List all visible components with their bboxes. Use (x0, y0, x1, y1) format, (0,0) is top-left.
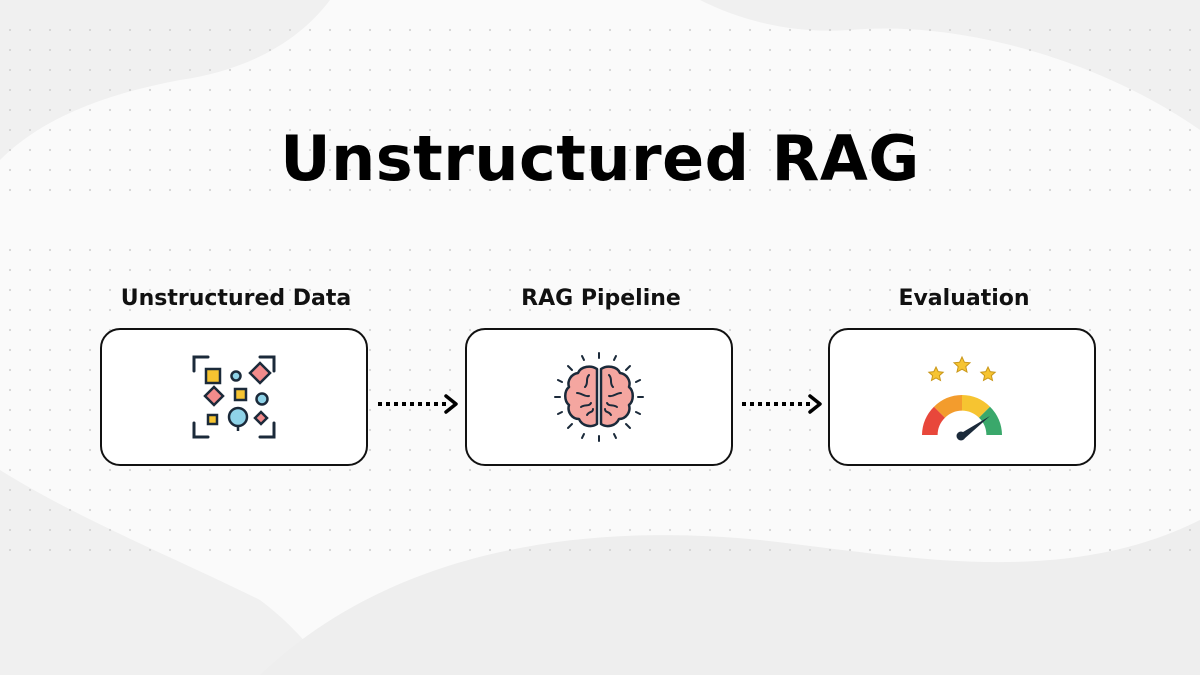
step-box-evaluation (828, 328, 1096, 466)
step-label-evaluation: Evaluation (898, 286, 1030, 311)
arrow-pipeline-to-evaluation (742, 394, 822, 414)
step-box-unstructured-data (100, 328, 368, 466)
step-label-unstructured-data: Unstructured Data (120, 286, 352, 311)
gauge-stars-icon (922, 355, 1002, 441)
step-box-rag-pipeline (465, 328, 733, 466)
page-title: Unstructured RAG (280, 122, 920, 195)
step-label-rag-pipeline: RAG Pipeline (521, 286, 681, 311)
data-shapes-icon (192, 355, 276, 439)
brain-icon (554, 352, 644, 442)
arrow-data-to-pipeline (378, 394, 458, 414)
